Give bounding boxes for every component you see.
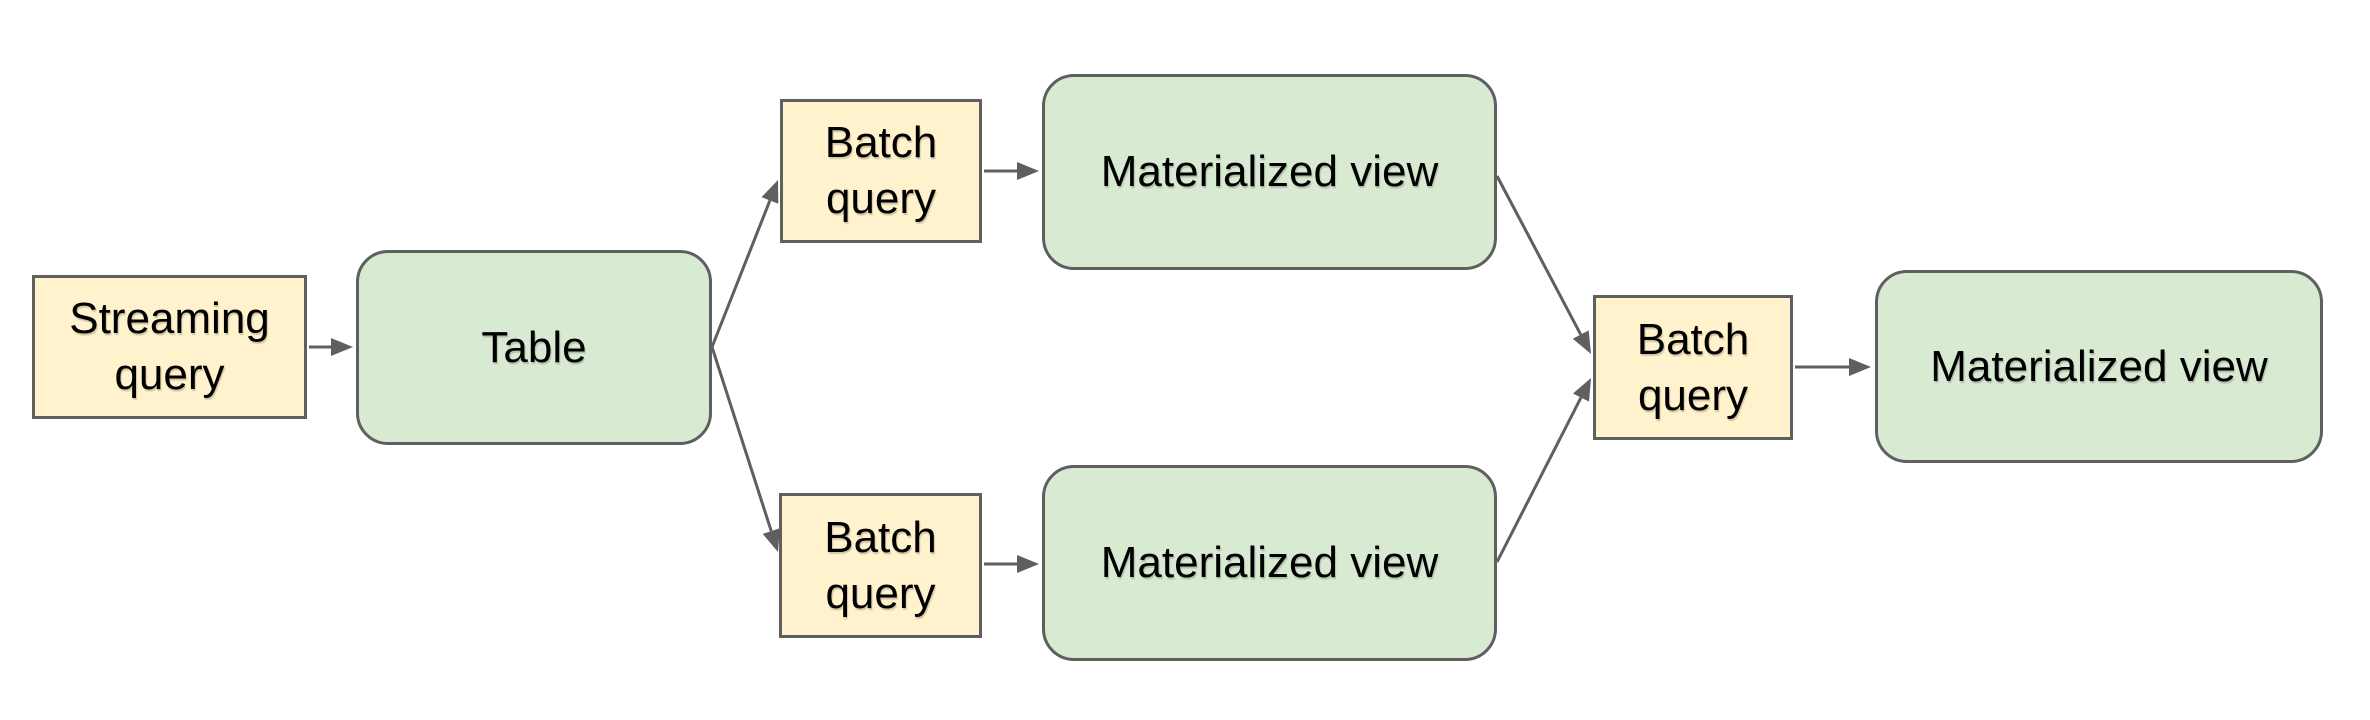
node-batch-query-bottom: Batch query [779,493,982,638]
node-label-materialized-view-top: Materialized view [1100,147,1439,196]
node-table: Table [356,250,712,445]
arrowhead-batch-bottom-to-mv-bottom [1017,555,1039,573]
node-label-streaming-query: Streaming query [69,294,270,399]
node-materialized-view-final: Materialized view [1875,270,2323,463]
node-batch-query-top: Batch query [780,99,982,243]
arrowhead-table-to-batch-bottom [762,528,780,552]
arrowhead-mv-bottom-to-batch-merge [1572,378,1591,402]
edge-mv-top-to-batch-merge [1495,175,1583,336]
node-materialized-view-top: Materialized view [1042,74,1497,270]
arrowhead-batch-merge-to-mv-final [1849,358,1871,376]
node-label-materialized-view-bottom: Materialized view [1100,538,1439,587]
node-label-materialized-view-final: Materialized view [1930,341,2268,391]
node-label-batch-query-bottom: Batch query [824,512,937,618]
edge-table-to-batch-bottom [710,346,773,532]
node-label-table: Table [481,322,587,372]
arrowhead-batch-top-to-mv-top [1017,162,1039,180]
edge-table-to-batch-top [710,199,772,348]
arrowhead-mv-top-to-batch-merge [1572,330,1591,354]
node-label-batch-query-merge: Batch query [1636,314,1750,420]
node-label-batch-query-top: Batch query [824,118,938,223]
node-materialized-view-bottom: Materialized view [1042,465,1497,661]
arrowhead-table-to-batch-top [761,180,779,204]
node-streaming-query: Streaming query [32,275,307,419]
arrowhead-streaming-to-table [331,338,353,356]
node-batch-query-merge: Batch query [1593,295,1793,440]
edge-mv-bottom-to-batch-merge [1495,396,1583,563]
